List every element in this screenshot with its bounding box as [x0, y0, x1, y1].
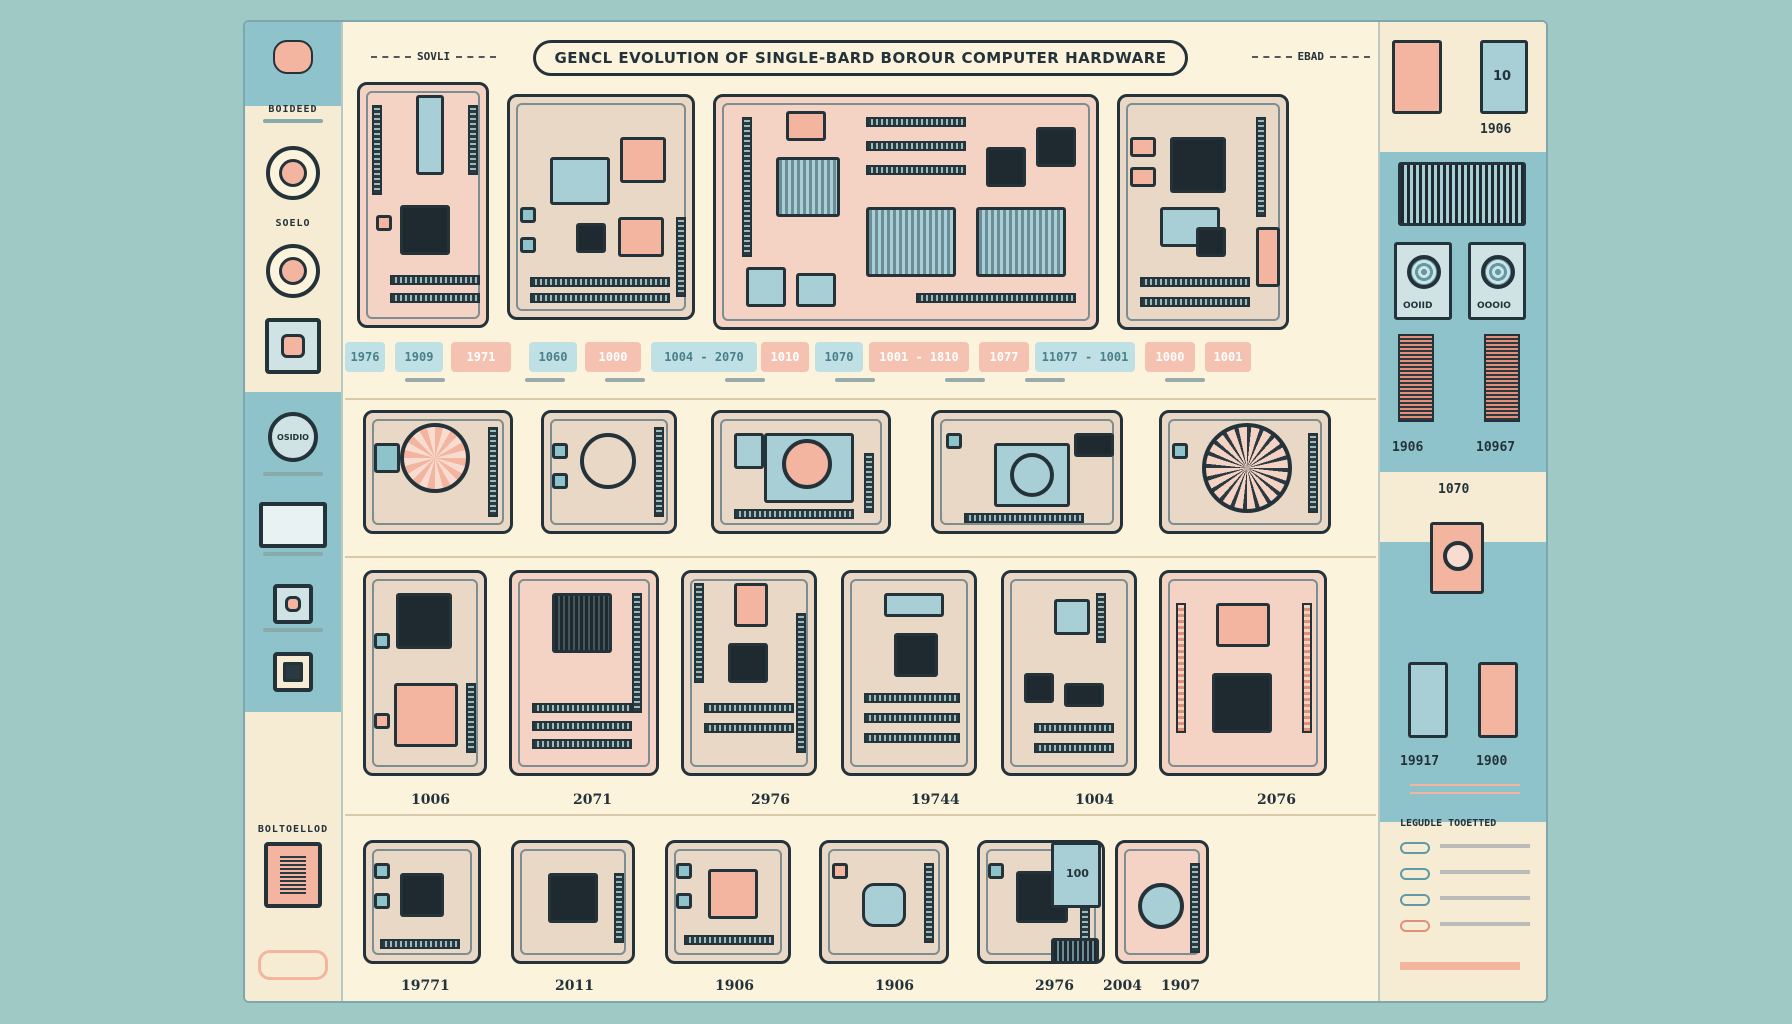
right-card-peach	[1392, 40, 1442, 114]
right-drive-1	[1408, 662, 1448, 738]
timeline-item: 1010	[761, 342, 809, 372]
year-label: 2976	[1035, 978, 1074, 994]
timeline-item: 1976	[345, 342, 385, 372]
timeline-item: 1971	[451, 342, 511, 372]
left-board	[245, 842, 341, 908]
year-label: 2011	[555, 978, 594, 994]
spiral-card-1: OOIID	[1394, 242, 1452, 320]
chip-icon	[273, 652, 313, 692]
board-8	[931, 410, 1123, 534]
spiral-card-2: OOOIO	[1468, 242, 1526, 320]
right-year: 1906	[1480, 122, 1512, 137]
left-gamepad	[245, 950, 341, 980]
year-label: 1907	[1161, 978, 1200, 994]
right-year: 19917	[1400, 754, 1440, 769]
right-card-teal: 10	[1480, 40, 1528, 114]
right-chip	[1430, 522, 1484, 594]
right-year: 1906	[1392, 440, 1424, 455]
right-module-1	[1398, 334, 1434, 422]
left-label-1: BOIDEED	[268, 104, 318, 115]
timeline-item: 1000	[1145, 342, 1195, 372]
header-right-mark: EBAD	[1246, 50, 1377, 63]
processor-icon	[265, 318, 321, 374]
left-monitor	[245, 502, 341, 556]
left-badge: OSIDIO	[245, 412, 341, 476]
board-7	[711, 410, 891, 534]
chip-icon	[273, 584, 313, 624]
timeline-item: 11077 - 1001	[1035, 342, 1135, 372]
timeline-item: 1060	[529, 342, 577, 372]
spiral-icon	[1481, 255, 1515, 289]
left-chip-3	[245, 318, 341, 374]
badge-icon: OSIDIO	[268, 412, 318, 462]
timeline-item: 1909	[395, 342, 443, 372]
board-21	[1115, 840, 1209, 964]
year-label: 1906	[875, 978, 914, 994]
year-label: 2071	[573, 792, 612, 808]
left-chip-4	[245, 584, 341, 632]
right-module-2	[1484, 334, 1520, 422]
board-6	[541, 410, 677, 534]
header-left-mark: SOVLI	[365, 50, 502, 63]
timeline-item: 1001	[1205, 342, 1251, 372]
year-label: 2004	[1103, 978, 1142, 994]
board-5	[363, 410, 513, 534]
timeline-item: 1070	[815, 342, 863, 372]
year-label: 1006	[411, 792, 450, 808]
board-13	[841, 570, 977, 776]
timeline: 1976 1909 1971 1060 1000 1004 - 2070 101…	[345, 342, 1376, 396]
board-4	[1117, 94, 1289, 330]
left-chip-1	[245, 146, 341, 200]
right-year: 1900	[1476, 754, 1508, 769]
left-chip-5	[245, 652, 341, 692]
timeline-item: 1004 - 2070	[651, 342, 757, 372]
header: SOVLI GENCL EVOLUTION OF SINGLE-BARD BOR…	[345, 40, 1376, 76]
board-11	[509, 570, 659, 776]
right-year: 10967	[1476, 440, 1516, 455]
board-2	[507, 94, 695, 320]
board-14	[1001, 570, 1137, 776]
logo-icon	[273, 40, 313, 74]
page-title: GENCL EVOLUTION OF SINGLE-BARD BOROUR CO…	[533, 40, 1188, 76]
year-label: 19771	[401, 978, 450, 994]
timeline-item: 1001 - 1810	[869, 342, 969, 372]
board-16	[363, 840, 481, 964]
left-sidebar: BOIDEED SOELO OSIDIO BOLTOELLOD	[245, 22, 343, 1001]
board-icon	[264, 842, 322, 908]
left-label-3: BOLTOELLOD	[257, 824, 329, 835]
timeline-item: 1000	[585, 342, 641, 372]
board-10	[363, 570, 487, 776]
infographic-sheet: BOIDEED SOELO OSIDIO BOLTOELLOD SOVLI GE…	[243, 20, 1548, 1003]
board-12	[681, 570, 817, 776]
left-label-2: SOELO	[275, 218, 311, 229]
year-label: 19744	[911, 792, 960, 808]
right-sidebar: 10 1906 OOIID OOOIO 1906 10967 1070 1991…	[1378, 22, 1546, 1001]
board-1	[357, 82, 489, 328]
right-ram	[1398, 162, 1526, 226]
left-chip-2	[245, 244, 341, 298]
board-3	[713, 94, 1099, 330]
year-label: 1004	[1075, 792, 1114, 808]
year-label: 1906	[715, 978, 754, 994]
board-17	[511, 840, 635, 964]
right-year: 1070	[1438, 482, 1470, 497]
chip-icon	[266, 146, 320, 200]
right-drive-2	[1478, 662, 1518, 738]
board-18	[665, 840, 791, 964]
gamepad-icon	[258, 950, 328, 980]
left-logo	[245, 40, 341, 74]
year-label: 2076	[1257, 792, 1296, 808]
monitor-icon	[259, 502, 327, 548]
spiral-icon	[1407, 255, 1441, 289]
ram-chip	[1051, 938, 1099, 964]
timeline-item: 1077	[979, 342, 1029, 372]
row4-card: 100	[1051, 842, 1101, 908]
chip-icon	[266, 244, 320, 298]
board-15	[1159, 570, 1327, 776]
board-9	[1159, 410, 1331, 534]
board-19	[819, 840, 949, 964]
legend-title: LEGUDLE TOOETTED	[1400, 818, 1497, 829]
year-label: 2976	[751, 792, 790, 808]
